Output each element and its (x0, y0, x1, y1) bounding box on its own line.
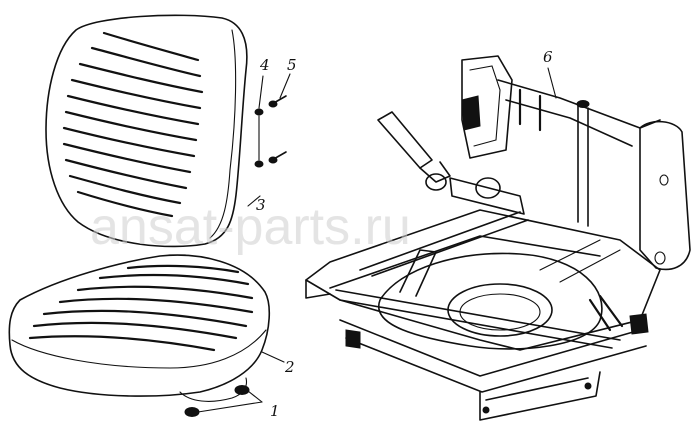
washers-item-4 (254, 75, 264, 168)
callout-4: 4 (259, 56, 270, 74)
leader-3 (247, 195, 261, 207)
leader-2 (261, 351, 285, 363)
seat-bottom-cushion (8, 254, 271, 402)
bottom-cushion-quilting (28, 264, 254, 352)
nuts-item-1 (184, 385, 263, 417)
callout-2: 2 (284, 358, 295, 376)
bolts-item-5 (268, 73, 291, 164)
callout-5: 5 (287, 56, 297, 74)
callout-3: 3 (256, 196, 266, 214)
seat-frame-assembly (305, 55, 691, 421)
seat-back-cushion (45, 14, 248, 248)
callout-6: 6 (543, 48, 553, 66)
watermark-text: ansat-parts.ru (90, 198, 411, 256)
back-cushion-quilting (62, 31, 204, 218)
callout-1: 1 (270, 402, 280, 420)
